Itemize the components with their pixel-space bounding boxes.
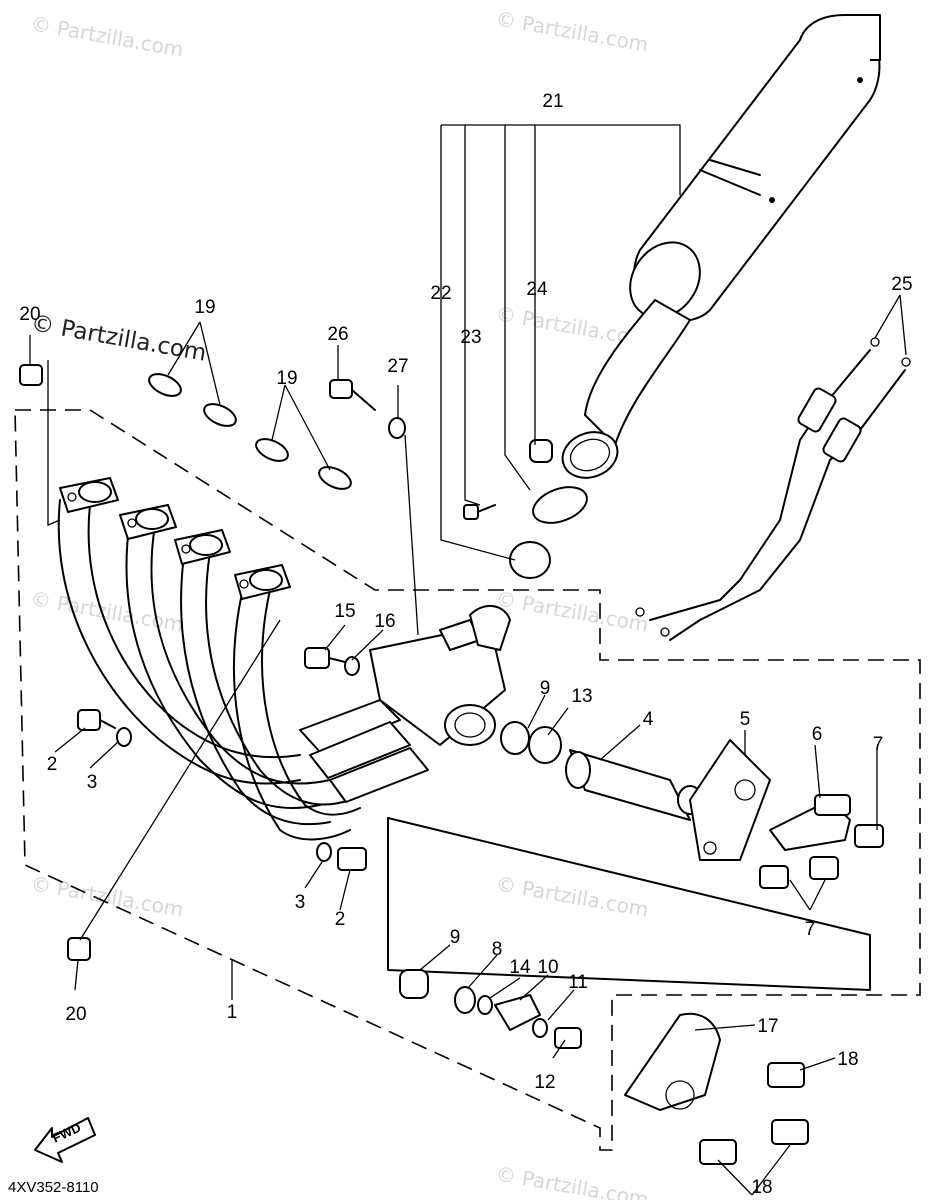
callout-7: 7 — [873, 734, 884, 755]
callout-20: 20 — [19, 304, 40, 325]
callout-7: 7 — [805, 919, 816, 940]
callout-19: 19 — [276, 368, 297, 389]
callout-18: 18 — [751, 1177, 772, 1198]
callout-9: 9 — [540, 678, 551, 699]
callout-22: 22 — [430, 283, 451, 304]
callout-9: 9 — [450, 927, 461, 948]
callout-2: 2 — [47, 754, 58, 775]
exhaust-valve-assembly — [500, 721, 884, 889]
bolts-and-washers — [19, 364, 406, 961]
callout-23: 23 — [460, 327, 481, 348]
callout-19: 19 — [194, 297, 215, 318]
callout-24: 24 — [526, 279, 548, 300]
callout-12: 12 — [534, 1072, 555, 1093]
callout-11: 11 — [568, 972, 588, 993]
assembly-1-outline — [14, 409, 921, 1151]
callouts: 1 2 2 3 3 4 5 6 7 7 8 9 9 10 11 12 13 14… — [19, 91, 912, 1198]
lower-subassembly-box — [387, 817, 871, 991]
callout-18: 18 — [837, 1049, 858, 1070]
fwd-arrow: FWD — [34, 1117, 96, 1163]
watermark-overlay: © Partzilla.com — [29, 310, 208, 366]
callout-25: 25 — [891, 274, 912, 295]
callout-21: 21 — [542, 91, 563, 112]
gasket-rings — [148, 373, 352, 490]
watermark: © Partzilla.com — [29, 11, 185, 61]
watermark: © Partzilla.com — [494, 871, 650, 921]
muffler-hardware — [463, 439, 588, 579]
callout-15: 15 — [334, 601, 355, 622]
pulley-cover — [624, 1012, 809, 1165]
callout-3: 3 — [295, 892, 306, 913]
callout-5: 5 — [740, 709, 751, 730]
watermark: © Partzilla.com — [494, 1161, 650, 1200]
watermark: © Partzilla.com — [494, 586, 650, 636]
callout-8: 8 — [492, 939, 503, 960]
leader-lines — [29, 124, 907, 1196]
lower-subassembly-parts — [399, 969, 582, 1049]
callout-6: 6 — [812, 724, 823, 745]
callout-17: 17 — [757, 1016, 778, 1037]
muffler — [561, 14, 881, 479]
exhaust-header-pipes — [57, 477, 511, 841]
throttle-cables — [635, 337, 911, 641]
callout-26: 26 — [327, 324, 348, 345]
watermark: © Partzilla.com — [494, 6, 650, 56]
callout-10: 10 — [537, 957, 558, 978]
callout-13: 13 — [571, 686, 592, 707]
callout-2: 2 — [335, 909, 346, 930]
callout-4: 4 — [643, 709, 654, 730]
callout-14: 14 — [509, 957, 531, 978]
diagram-code: 4XV352-8110 — [8, 1179, 99, 1196]
callout-3: 3 — [87, 772, 98, 793]
callout-27: 27 — [387, 356, 408, 377]
callout-20: 20 — [65, 1004, 86, 1025]
callout-1: 1 — [227, 1002, 238, 1023]
callout-16: 16 — [374, 611, 395, 632]
